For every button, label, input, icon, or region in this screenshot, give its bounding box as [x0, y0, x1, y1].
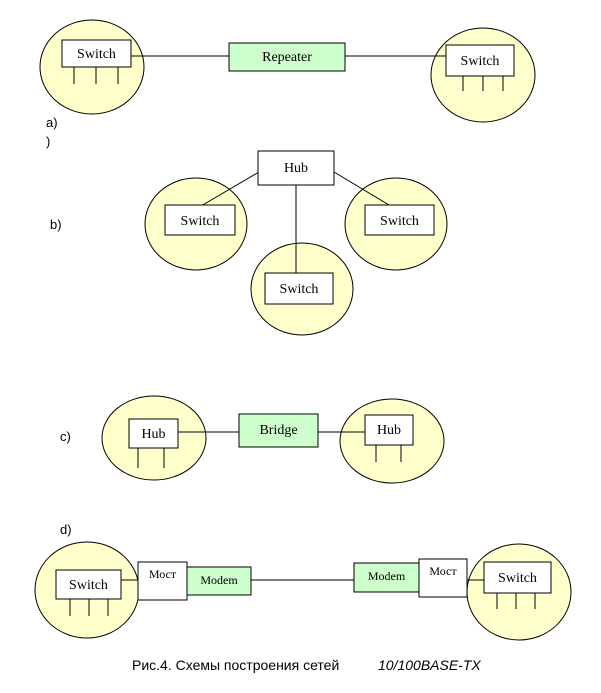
modem-label: Modem [368, 569, 406, 583]
connection-line [333, 171, 390, 206]
panel-label-c: c) [60, 429, 71, 444]
switch-box [61, 39, 132, 68]
bridge-box [238, 413, 319, 448]
hub-label: Hub [284, 161, 308, 176]
hub-box [257, 150, 335, 186]
hub-box [128, 418, 179, 449]
most-box [418, 558, 468, 598]
switch-box [264, 272, 334, 305]
switch-label: Switch [461, 54, 500, 69]
switch-box [55, 569, 122, 600]
caption-italic-text: 10/100BASE-TX [378, 657, 481, 673]
panel-label-d: d) [60, 522, 72, 537]
hub-label: Hub [141, 427, 165, 442]
switch-label: Switch [280, 282, 319, 297]
switch-label: Switch [77, 47, 116, 62]
hub-box [364, 414, 414, 446]
panel-label-a: a) [46, 115, 58, 130]
switch-box [164, 204, 236, 236]
modem-box [353, 562, 420, 593]
modem-label: Modem [200, 573, 238, 587]
switch-box [483, 561, 552, 594]
panel-d: d) Switch Мост Modem Modem Мост Switch [34, 522, 572, 641]
panel-b: Hub Switch Switch Switch b) [50, 150, 448, 336]
modem-box [186, 566, 252, 596]
most-label: Мост [149, 567, 177, 581]
figure-caption: Рис.4. Схемы построения сетей 10/100BASE… [132, 657, 481, 673]
repeater-box [228, 42, 346, 72]
panel-c: Hub Bridge Hub c) [60, 395, 445, 484]
connection-line [200, 171, 260, 207]
repeater-label: Repeater [262, 50, 312, 65]
switch-label: Switch [69, 578, 108, 593]
switch-label: Switch [498, 571, 537, 586]
hub-label: Hub [377, 423, 401, 438]
most-box [137, 561, 188, 601]
panel-a: Switch Repeater Switch a) ) [39, 19, 536, 149]
switch-box [445, 44, 515, 77]
caption-text: Рис.4. Схемы построения сетей [132, 657, 339, 673]
panel-label-b: b) [50, 217, 62, 232]
panel-label-a-extra: ) [46, 134, 50, 149]
bridge-label: Bridge [259, 423, 297, 438]
switch-label: Switch [181, 214, 220, 229]
switch-box [364, 204, 435, 236]
most-label: Мост [429, 564, 457, 578]
switch-label: Switch [380, 214, 419, 229]
